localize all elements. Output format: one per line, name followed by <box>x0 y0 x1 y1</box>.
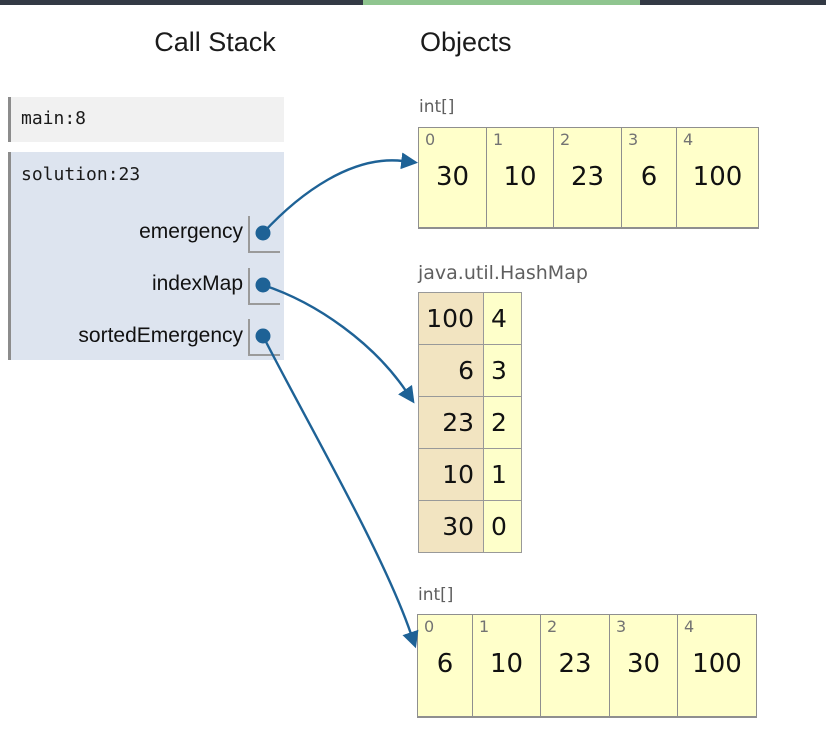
object-type-label-array2: int[] <box>418 585 454 605</box>
array-cell-index: 1 <box>479 617 490 636</box>
array-cell: 4 100 <box>677 128 758 227</box>
hashmap-key-cell: 23 <box>419 397 484 448</box>
variable-name-indexmap: indexMap <box>151 272 243 295</box>
array-cell-value: 23 <box>558 648 592 679</box>
hashmap-key-cell: 10 <box>419 449 484 500</box>
stack-frame-label: main:8 <box>21 108 87 129</box>
array-cell-value: 6 <box>436 648 454 679</box>
array-cell-value: 100 <box>692 161 743 192</box>
array-cell: 2 23 <box>554 128 622 227</box>
hashmap-value-cell: 0 <box>484 501 521 552</box>
array-cell-index: 3 <box>616 617 627 636</box>
array-cell: 1 10 <box>473 615 541 716</box>
array-cell: 1 10 <box>487 128 554 227</box>
pointer-slot-sortedemergency <box>248 319 280 356</box>
array-cell: 4 100 <box>678 615 756 716</box>
hashmap-value-cell: 2 <box>484 397 521 448</box>
variable-name-sortedemergency: sortedEmergency <box>78 324 243 347</box>
hashmap-key-cell: 30 <box>419 501 484 552</box>
objects-header: Objects <box>420 27 512 57</box>
pointer-arrow-sortedemergency <box>261 335 419 649</box>
array-cell-index: 4 <box>683 130 694 149</box>
array-cell-value: 30 <box>626 648 661 679</box>
array-cell-index: 2 <box>547 617 558 636</box>
array-cell-value: 10 <box>489 648 524 679</box>
hashmap-key-cell: 6 <box>419 345 484 396</box>
array-cell-index: 3 <box>628 130 639 149</box>
pointer-arrow-emergency <box>262 152 419 234</box>
array-cell-index: 1 <box>493 130 504 149</box>
hashmap-value-cell: 3 <box>484 345 521 396</box>
object-type-label-hashmap: java.util.HashMap <box>418 262 588 284</box>
hashmap-value-cell: 4 <box>484 293 521 344</box>
execution-progress-fill <box>363 0 640 5</box>
array-cell-value: 23 <box>570 161 605 192</box>
stack-frame-main: main:8 <box>8 97 284 142</box>
stack-frame-solution: solution:23 <box>8 152 284 360</box>
hashmap-key-cell: 100 <box>419 293 484 344</box>
array-cell-index: 0 <box>424 617 435 636</box>
array-cell-value: 6 <box>640 161 658 192</box>
array-cell: 3 30 <box>610 615 678 716</box>
object-type-label-array1: int[] <box>419 97 455 117</box>
array-cell-value: 100 <box>692 648 742 679</box>
hashmap-value-cell: 1 <box>484 449 521 500</box>
array-cell-index: 2 <box>560 130 571 149</box>
array-cell-value: 30 <box>435 161 470 192</box>
array-cell-index: 0 <box>425 130 436 149</box>
stack-frame-label: solution:23 <box>21 164 141 185</box>
pointer-slot-indexmap <box>248 268 280 305</box>
execution-progress-track <box>0 0 826 5</box>
array-cell: 0 30 <box>419 128 487 227</box>
pointer-slot-emergency <box>248 216 280 253</box>
array-cell-value: 10 <box>503 161 537 192</box>
call-stack-header: Call Stack <box>154 27 276 57</box>
array-cell-index: 4 <box>684 617 695 636</box>
pointer-arrow-indexmap <box>262 283 415 404</box>
variable-name-emergency: emergency <box>139 220 243 243</box>
